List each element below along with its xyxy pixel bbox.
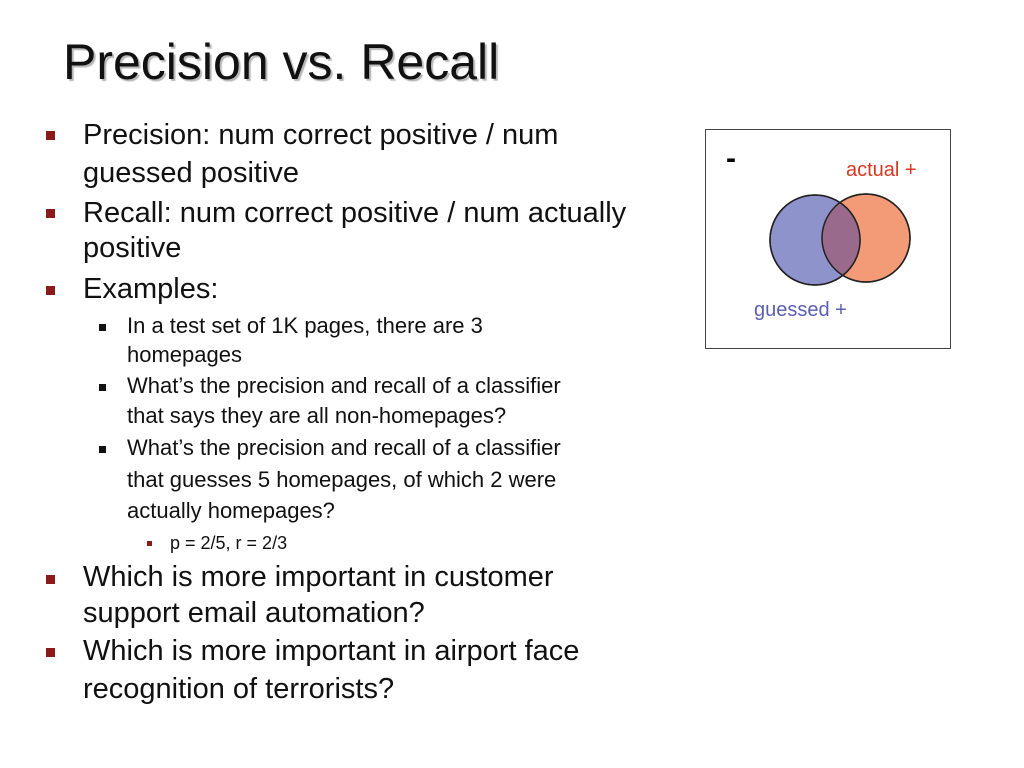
overlap-region — [822, 195, 860, 282]
bullet-airport-line2: recognition of terrorists? — [83, 673, 395, 705]
example-3-line3: actually homepages? — [127, 498, 335, 523]
bullet-marker — [46, 575, 55, 584]
bullet-marker — [46, 286, 55, 295]
venn-diagram: - actual + guessed + — [705, 129, 951, 349]
sub-bullet-marker — [99, 324, 106, 331]
example-1-line1: In a test set of 1K pages, there are 3 — [127, 313, 483, 338]
venn-svg: - actual + guessed + — [726, 142, 917, 321]
negative-label: - — [726, 142, 736, 175]
bullet-precision-line1: Precision: num correct positive / num — [83, 119, 559, 151]
bullet-customer-support-line2: support email automation? — [83, 597, 425, 629]
answer-line: p = 2/5, r = 2/3 — [170, 533, 288, 553]
slide-title: Precision vs. Recall — [63, 34, 500, 90]
actual-positive-label: actual + — [846, 159, 917, 181]
example-2-line2: that says they are all non-homepages? — [127, 403, 507, 428]
example-2-line1: What’s the precision and recall of a cla… — [127, 373, 561, 398]
bullet-marker — [46, 648, 55, 657]
bullet-airport-line1: Which is more important in airport face — [83, 635, 580, 667]
example-1-line2: homepages — [127, 342, 242, 367]
example-3-line1: What’s the precision and recall of a cla… — [127, 435, 561, 460]
bullet-recall-line1: Recall: num correct positive / num actua… — [83, 197, 627, 229]
bullet-marker — [46, 209, 55, 218]
sub-bullet-marker — [99, 384, 106, 391]
bullet-marker — [46, 131, 55, 140]
guessed-positive-label: guessed + — [754, 299, 847, 321]
bullet-precision-line2: guessed positive — [83, 157, 300, 189]
example-3-line2: that guesses 5 homepages, of which 2 wer… — [127, 467, 557, 492]
bullet-recall-line2: positive — [83, 232, 182, 264]
sub-sub-bullet-marker — [147, 541, 152, 546]
sub-bullet-marker — [99, 446, 106, 453]
bullet-customer-support-line1: Which is more important in customer — [83, 561, 554, 593]
bullet-examples: Examples: — [83, 273, 219, 305]
